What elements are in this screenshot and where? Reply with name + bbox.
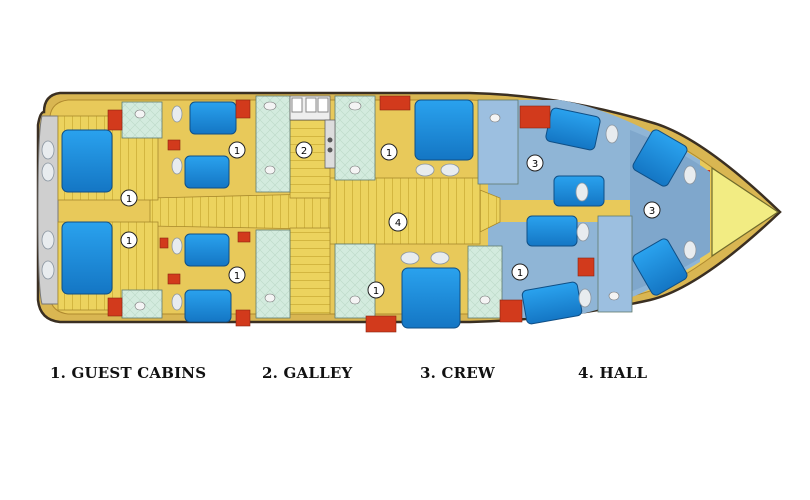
beds	[61, 99, 688, 329]
marker-crew: 3	[643, 201, 661, 219]
marker-guest: 1	[228, 141, 246, 159]
marker-guest: 1	[367, 281, 385, 299]
bed	[61, 129, 113, 193]
svg-text:1: 1	[386, 148, 392, 159]
marker-guest: 1	[120, 189, 138, 207]
marker-guest: 1	[511, 263, 529, 281]
cabinets	[107, 95, 595, 333]
galley-corridor	[289, 119, 331, 199]
marker-guest: 1	[120, 231, 138, 249]
bathroom	[121, 101, 163, 139]
svg-text:3: 3	[532, 159, 538, 170]
svg-text:1: 1	[234, 271, 240, 282]
galley-corridor-aft	[289, 227, 331, 315]
bed	[632, 129, 688, 187]
bathrooms	[121, 95, 633, 319]
stern-deck	[37, 115, 59, 305]
bed	[526, 215, 578, 247]
svg-text:1: 1	[126, 236, 132, 247]
svg-text:4: 4	[395, 218, 401, 229]
legend-galley: 2. GALLEY	[262, 364, 353, 382]
legend-guest-cabins: 1. GUEST CABINS	[50, 364, 207, 382]
bow-deck	[711, 166, 780, 258]
bathroom	[255, 229, 291, 319]
legend-hall: 4. HALL	[578, 364, 648, 382]
svg-text:1: 1	[126, 194, 132, 205]
bed	[414, 99, 474, 161]
marker-galley: 2	[295, 141, 313, 159]
area-markers: 1 1 1 1 1 1 1 2 3 3 4	[120, 141, 661, 299]
hall-center	[329, 177, 481, 245]
svg-text:2: 2	[301, 146, 307, 157]
svg-text:3: 3	[649, 206, 655, 217]
bed	[632, 238, 688, 296]
bed	[184, 289, 232, 323]
bathroom	[334, 243, 376, 319]
bed	[184, 233, 230, 267]
marker-crew: 3	[526, 154, 544, 172]
bathroom	[467, 245, 503, 319]
marker-hall: 4	[388, 212, 408, 232]
pillows	[41, 105, 697, 311]
marker-guest: 1	[228, 266, 246, 284]
bathroom	[477, 99, 519, 185]
bathroom	[255, 95, 291, 193]
svg-text:1: 1	[373, 286, 379, 297]
svg-text:1: 1	[517, 268, 523, 279]
bed	[184, 155, 230, 189]
galley	[289, 95, 336, 169]
marker-guest: 1	[380, 143, 398, 161]
bed	[189, 101, 237, 135]
bed	[61, 221, 113, 295]
bed	[401, 267, 461, 329]
svg-text:1: 1	[234, 146, 240, 157]
fixtures	[134, 101, 620, 311]
legend-crew: 3. CREW	[420, 364, 495, 382]
